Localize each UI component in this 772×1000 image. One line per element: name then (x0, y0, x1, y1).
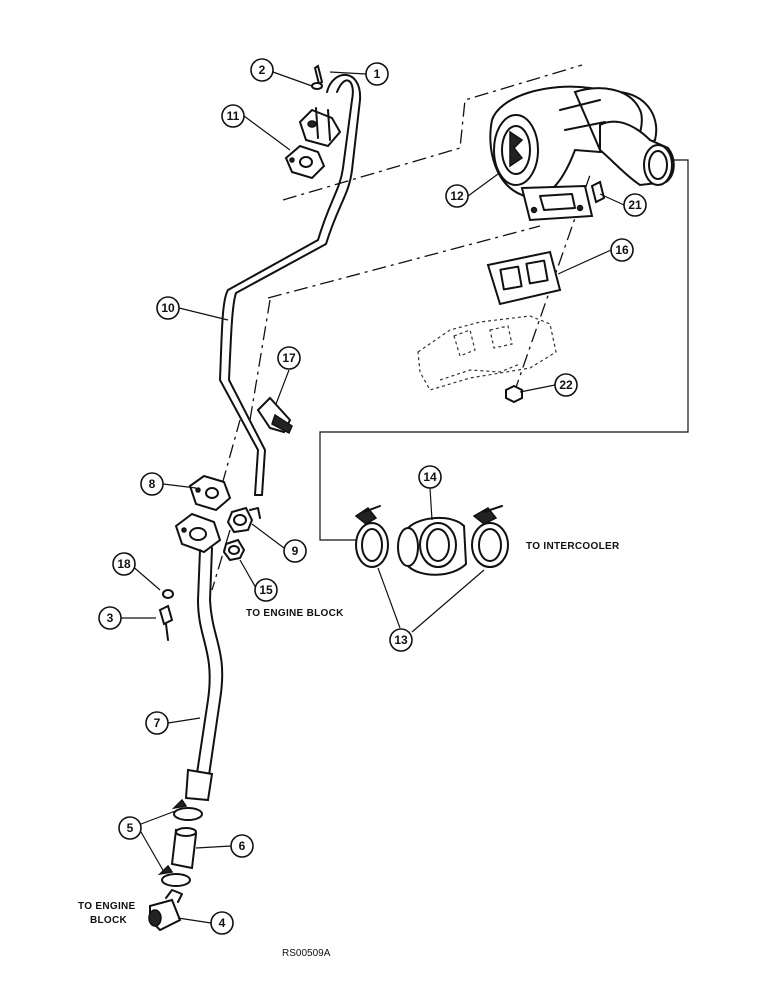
callout-18: 18 (112, 552, 136, 576)
callout-number: 1 (374, 67, 381, 81)
tube-clip (256, 396, 293, 435)
reference-code: RS00509A (282, 948, 331, 959)
callout-number: 12 (450, 189, 464, 203)
callout-12: 12 (445, 184, 469, 208)
callout-number: 2 (259, 63, 266, 77)
callout-number: 17 (282, 351, 296, 365)
callout-number: 11 (227, 109, 240, 123)
to-engine-block-label: TO ENGINE BLOCK (246, 608, 344, 619)
callout-number: 5 (127, 821, 134, 835)
to-intercooler-label: TO INTERCOOLER (526, 541, 620, 552)
callout-number: 6 (239, 839, 246, 853)
to-engine-label-line2: BLOCK (90, 915, 128, 926)
callout-number: 14 (423, 470, 437, 484)
exhaust-manifold-outline (417, 315, 557, 404)
callout-number: 21 (628, 198, 642, 212)
callout-number: 7 (154, 716, 161, 730)
callout-21: 21 (623, 193, 647, 217)
callout-9: 9 (283, 539, 307, 563)
callout-number: 4 (219, 916, 226, 930)
callout-number: 18 (117, 557, 131, 571)
callout-number: 3 (107, 611, 114, 625)
callout-5: 5 (118, 816, 142, 840)
callout-number: 8 (149, 477, 156, 491)
oil-supply-tube (219, 64, 362, 496)
callout-22: 22 (554, 373, 578, 397)
callout-1: 1 (365, 62, 389, 86)
turbocharger (489, 85, 675, 222)
callout-number: 10 (161, 301, 175, 315)
callout-number: 16 (615, 243, 629, 257)
callout-10: 10 (156, 296, 180, 320)
callout-number: 15 (259, 583, 273, 597)
callout-13: 13 (389, 628, 413, 652)
callout-4: 4 (210, 911, 234, 935)
to-engine-label-line1: TO ENGINE (78, 901, 136, 912)
callout-8: 8 (140, 472, 164, 496)
callout-11: 11 (221, 104, 245, 128)
turbo-gasket (486, 250, 562, 306)
return-hose-assembly (148, 798, 203, 932)
oil-return-tube (158, 512, 246, 802)
callout-14: 14 (418, 465, 442, 489)
callout-17: 17 (277, 346, 301, 370)
callout-number: 9 (292, 544, 299, 558)
callout-3: 3 (98, 606, 122, 630)
callout-15: 15 (254, 578, 278, 602)
callout-16: 16 (610, 238, 634, 262)
callout-2: 2 (250, 58, 274, 82)
leader-lines (120, 71, 625, 924)
callout-6: 6 (230, 834, 254, 858)
callout-number: 13 (394, 633, 408, 647)
callout-7: 7 (145, 711, 169, 735)
callout-number: 22 (559, 378, 573, 392)
connection-lines (319, 159, 689, 541)
lower-flange-parts (188, 474, 261, 534)
intercooler-coupling (354, 505, 509, 576)
